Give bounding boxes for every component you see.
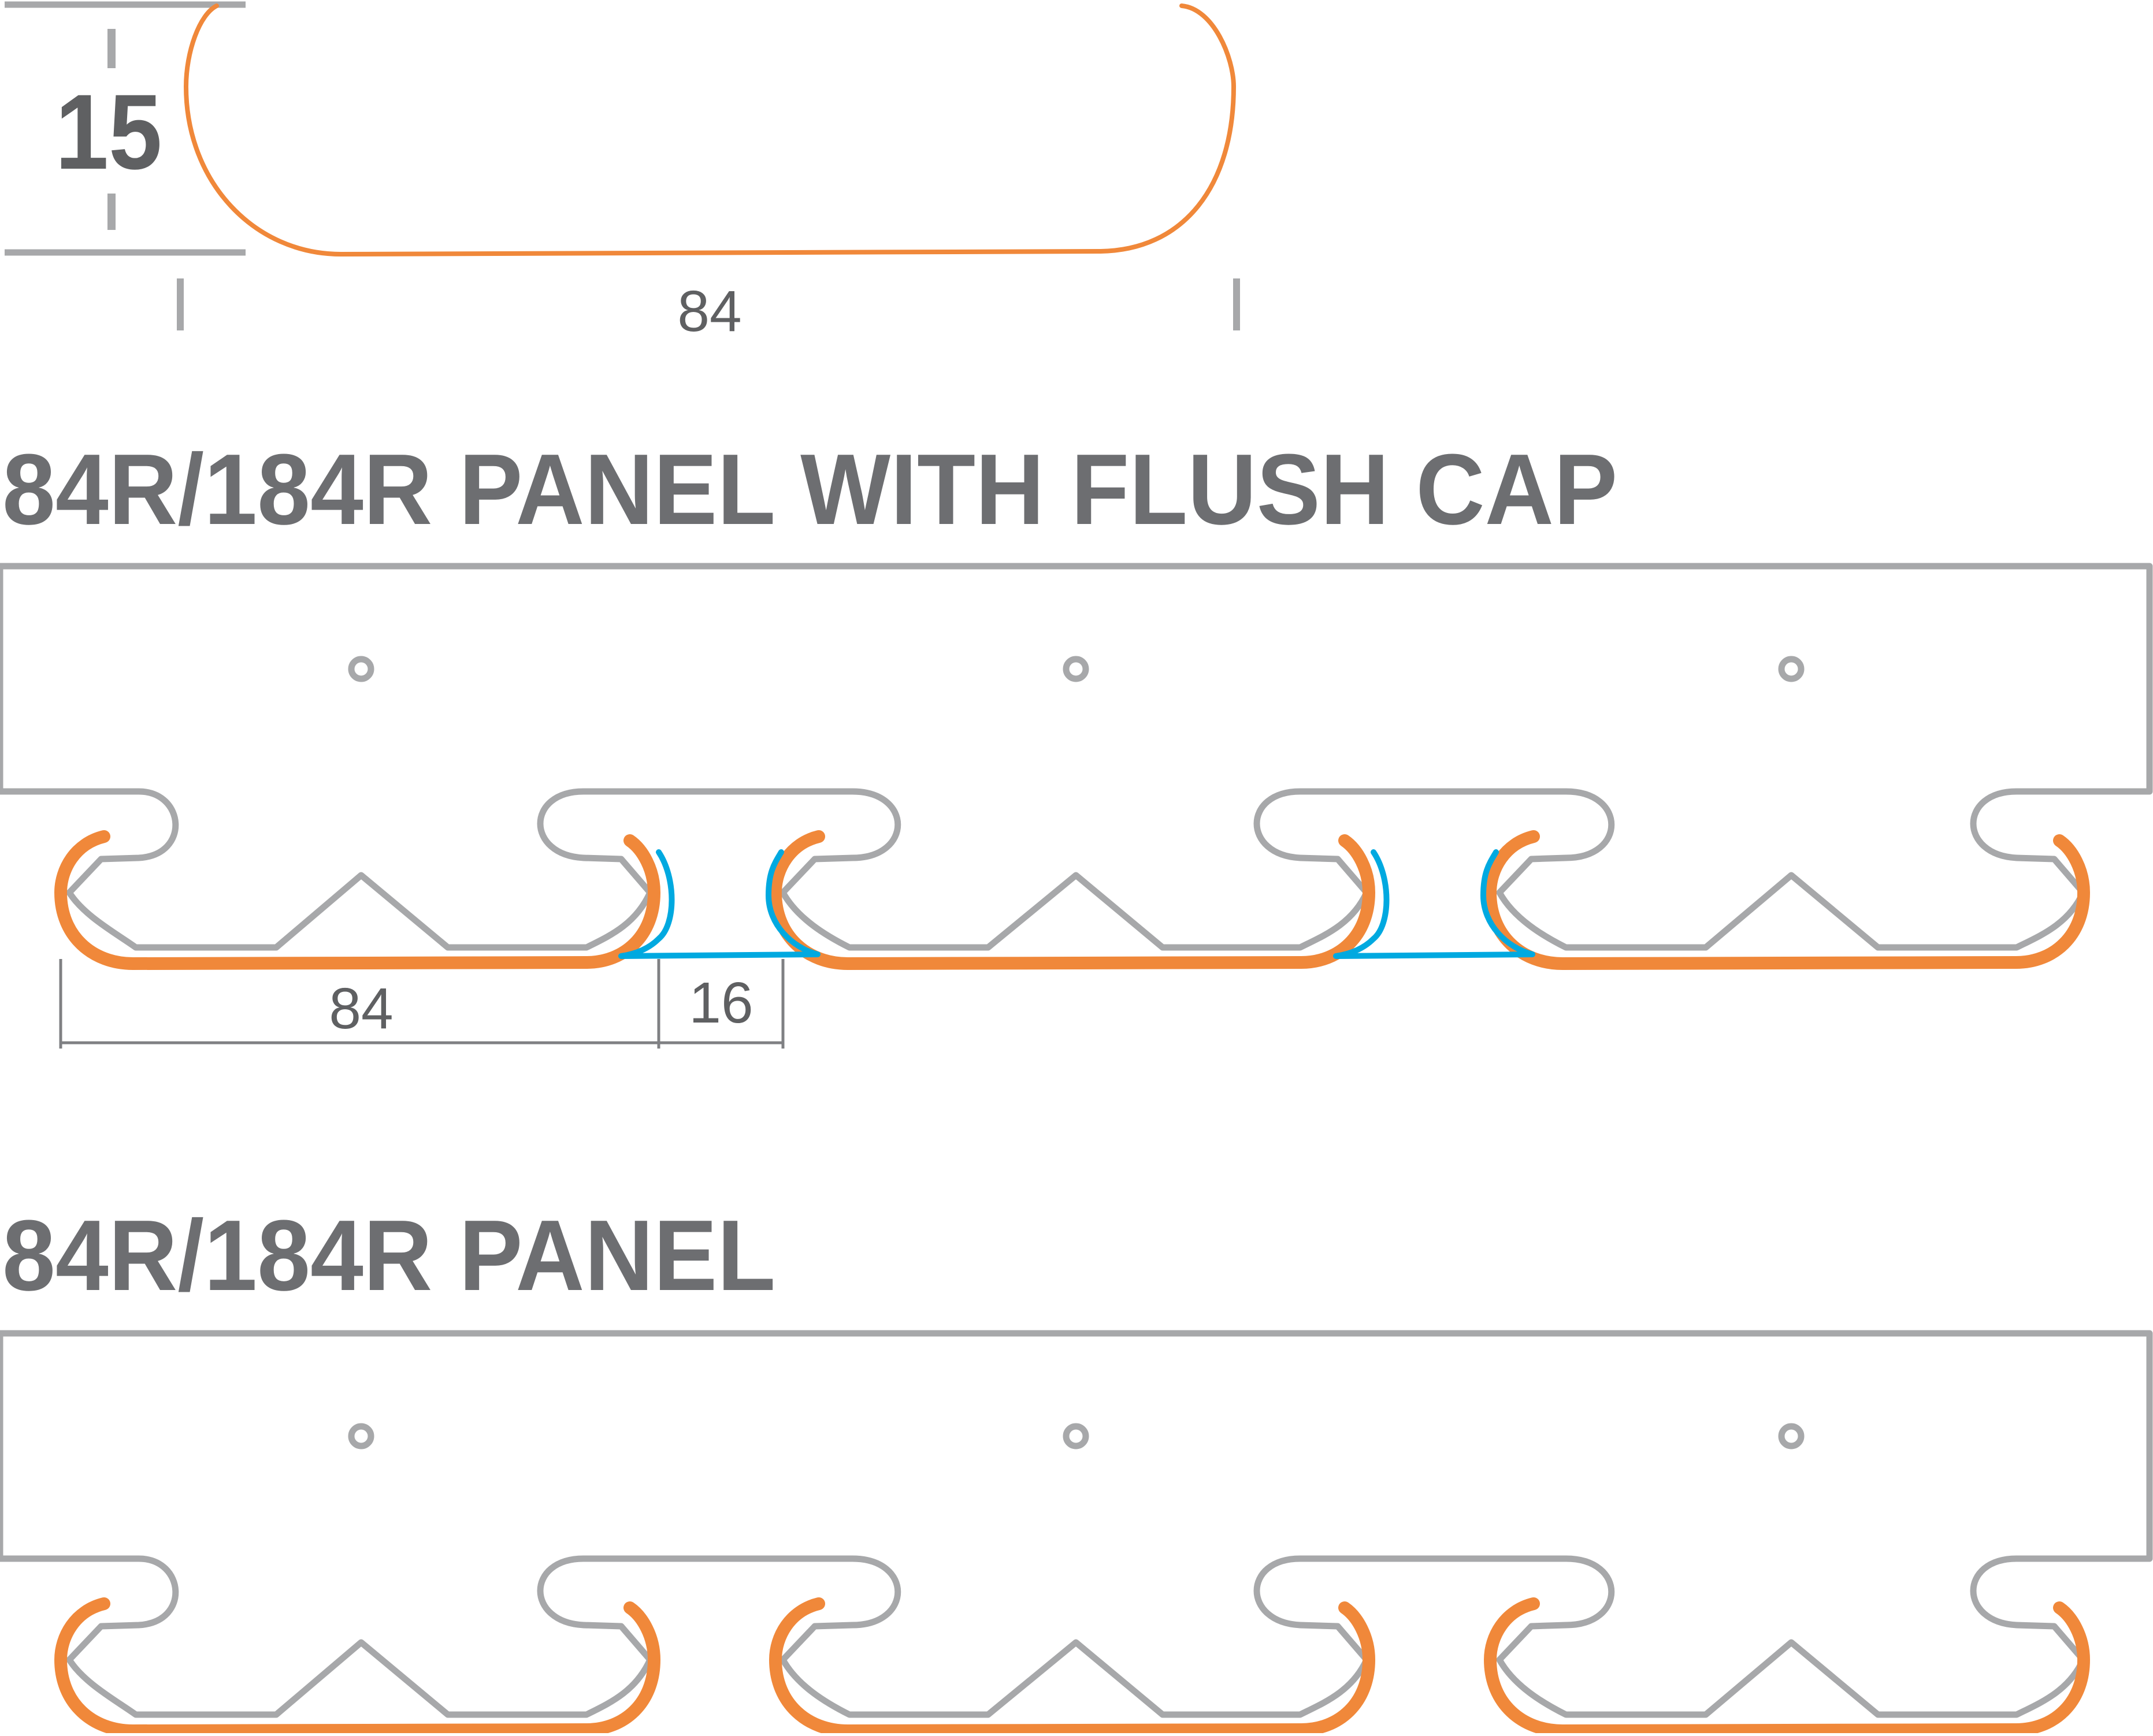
profile-height-label: 15 bbox=[55, 73, 162, 192]
panel-only-panels bbox=[61, 1604, 2084, 1731]
profile-panel-outline bbox=[184, 3, 1236, 257]
gap-width-dimension-label: 16 bbox=[689, 971, 753, 1035]
panel-only-diagram bbox=[0, 1333, 2150, 1731]
flush-cap bbox=[618, 849, 821, 959]
flush-cap-section-title: 84R/184R PANEL WITH FLUSH CAP bbox=[2, 433, 1618, 545]
panel-width-dimension-label: 84 bbox=[329, 976, 393, 1041]
panel-section-title: 84R/184R PANEL bbox=[2, 1199, 776, 1311]
profile-width-label: 84 bbox=[677, 279, 741, 344]
dimension-lines bbox=[59, 959, 785, 1049]
flush-caps bbox=[618, 849, 1535, 959]
flush-cap-panels bbox=[61, 837, 2084, 964]
flush-cap-diagram: 84 16 bbox=[0, 566, 2150, 1049]
carrier-rail bbox=[0, 566, 2150, 947]
profile-drawing: 15 84 bbox=[5, 1, 1240, 344]
flush-cap bbox=[1333, 849, 1535, 959]
carrier-rail bbox=[0, 1333, 2150, 1715]
